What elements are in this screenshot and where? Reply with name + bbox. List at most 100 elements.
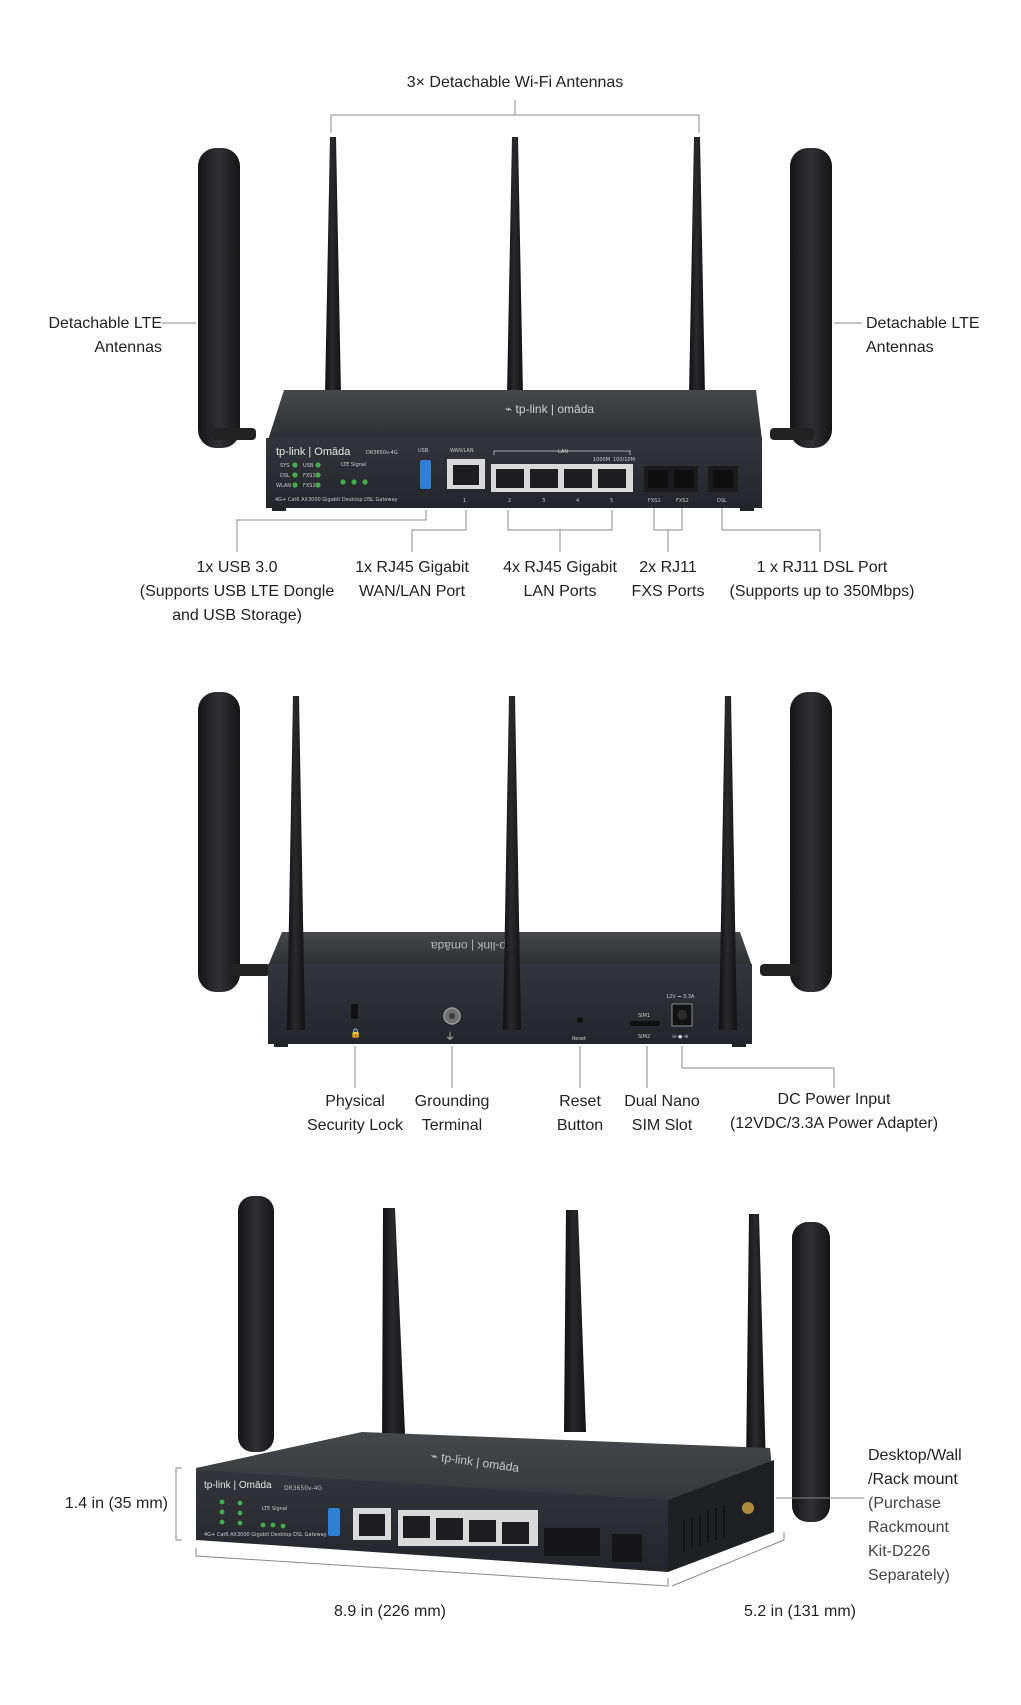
port-num-1: 1 [463,498,466,504]
led-label-wlan: WLAN [276,483,291,489]
rear-lte-hinge-left [230,964,270,976]
dsl-line-1: 1 x RJ11 DSL Port [756,559,888,576]
lte-left-line-2: Antennas [94,339,162,356]
port-callout-lines [236,508,821,552]
lan-line-2: LAN Ports [523,583,597,600]
dimension-view: ⌁ tp-link | omāda tp-link | Omāda DR3650… [175,1196,864,1587]
usb-line-2: (Supports USB LTE Dongle [139,583,335,600]
wifi-antennas-label: 3× Detachable Wi-Fi Antennas [406,74,624,91]
dim-led-1 [219,1499,225,1505]
sim-line-2: SIM Slot [631,1117,693,1134]
dim-led-2 [219,1509,225,1515]
lan-port-5 [598,469,626,488]
reset-button-label: Reset Button [540,1090,620,1138]
dim-grounding-screw [742,1502,754,1514]
wifi-antenna-1 [325,137,341,395]
wan-label: WAN/LAN [450,448,474,454]
lan-ports-label: 4x RJ45 Gigabit LAN Ports [488,556,632,604]
dsl-line-2: (Supports up to 350Mbps) [729,583,915,600]
lte-antenna-right-hinge [770,428,814,440]
mount-line-6: Separately) [868,1567,950,1584]
reset-line-2: Button [556,1117,604,1134]
lan-label: LAN [558,449,568,455]
sim2-label: SIM2 [638,1034,650,1040]
reset-hole [577,1017,583,1023]
wan-port-label: 1x RJ45 Gigabit WAN/LAN Port [340,556,484,604]
mount-line-5: Kit-D226 [868,1543,931,1560]
reset-label: Reset [572,1036,586,1042]
speed-label-1000: 1000M [593,457,610,463]
lte-antennas-left-label: Detachable LTE Antennas [20,312,162,360]
dsl-port-label: 1 x RJ11 DSL Port (Supports up to 350Mbp… [722,556,922,604]
lan-port-4 [564,469,592,488]
led-group: SYS DSL WLAN USB FXS1 FXS2 LTE Signal 4G… [275,462,398,503]
power-line-2: (12VDC/3.3A Power Adapter) [729,1115,939,1132]
dsl-label: DSL [717,498,727,504]
front-description: 4G+ Cat6 AX3000 Gigabit Desktop DSL Gate… [275,497,398,503]
dim-wifi-antenna-2 [564,1210,586,1432]
lte-antenna-left [198,148,240,448]
port-num-4: 4 [576,498,579,504]
usb-port [420,460,431,489]
depth-dimension: 5.2 in (131 mm) [743,1603,857,1620]
dim-wan-port-inner [359,1514,385,1536]
led-label-dsl: DSL [280,473,290,479]
front-model: DR3650v-4G [366,450,398,456]
fxs-port-2 [674,470,694,488]
usb-line-3: and USB Storage) [172,607,302,624]
security-lock-slot [351,1004,358,1019]
power-rating: 12V ⎓ 3.3A [666,994,695,1000]
lte-antenna-right [790,148,832,448]
port-num-2: 2 [508,498,511,504]
lock-icon: 🔒 [350,1028,361,1039]
mount-line-3: (Purchase [868,1495,941,1512]
lte-right-line-1: Detachable LTE [866,315,980,332]
foot-right [740,508,754,511]
rear-top-logo: ⌁ tp-link | omāda [431,939,520,953]
rear-view: ⌁ tp-link | omāda 🔒 ⏚ Reset SIM1 SIM2 12… [198,692,835,1088]
dim-lte-antenna-right [792,1222,830,1522]
dim-front-brand: tp-link | Omāda [204,1480,272,1491]
dim-led-5 [237,1510,243,1516]
lock-line-2: Security Lock [306,1117,404,1134]
dim-front-description: 4G+ Cat6 AX3000 Gigabit Desktop DSL Gate… [204,1532,327,1538]
ground-line-1: Grounding [414,1093,490,1110]
sim1-label: SIM1 [638,1013,650,1019]
dim-lte-signal-label: LTE Signal [262,1506,287,1512]
front-view: ⌁ tp-link | omāda tp-link | Omāda DR3650… [162,100,862,552]
led-fxs1 [315,472,321,478]
mount-line-1: Desktop/Wall [868,1447,962,1464]
grounding-label: Grounding Terminal [402,1090,502,1138]
led-fxs2 [315,482,321,488]
dim-lte-led-3 [280,1523,286,1529]
dim-usb-port [328,1508,340,1536]
rear-foot-left [274,1044,288,1047]
dim-wifi-antenna-3 [746,1214,766,1468]
power-line-1: DC Power Input [777,1091,891,1108]
fxs1-label: FXS1 [648,498,661,504]
usb-label: USB [418,448,429,454]
fxs-ports-label: 2x RJ11 FXS Ports [620,556,716,604]
top-logo: ⌁ tp-link | omāda [505,402,594,416]
mount-line-2: /Rack mount [868,1471,958,1488]
led-label-fxs1: FXS1 [303,473,316,479]
lte-right-line-2: Antennas [866,339,934,356]
lte-signal-label: LTE Signal [341,462,366,468]
led-wlan [292,482,298,488]
side-vents [683,1505,725,1552]
dim-front-model: DR3650v-4G [284,1485,322,1492]
rear-lte-hinge-right [760,964,800,976]
sim-slot-label: Dual Nano SIM Slot [612,1090,712,1138]
fxs-line-2: FXS Ports [631,583,705,600]
foot-left [272,508,286,511]
lte-led-2 [351,479,357,485]
polarity-icon: ⊖-●-⊕ [672,1034,688,1040]
wifi-callout-line [330,114,700,133]
lte-antenna-left-hinge [212,428,256,440]
rear-wifi-antenna-3 [719,696,737,1030]
speed-label-100: 100/10M [613,457,635,463]
port-num-5: 5 [610,498,613,504]
led-usb [315,462,321,468]
led-label-sys: SYS [280,463,289,469]
